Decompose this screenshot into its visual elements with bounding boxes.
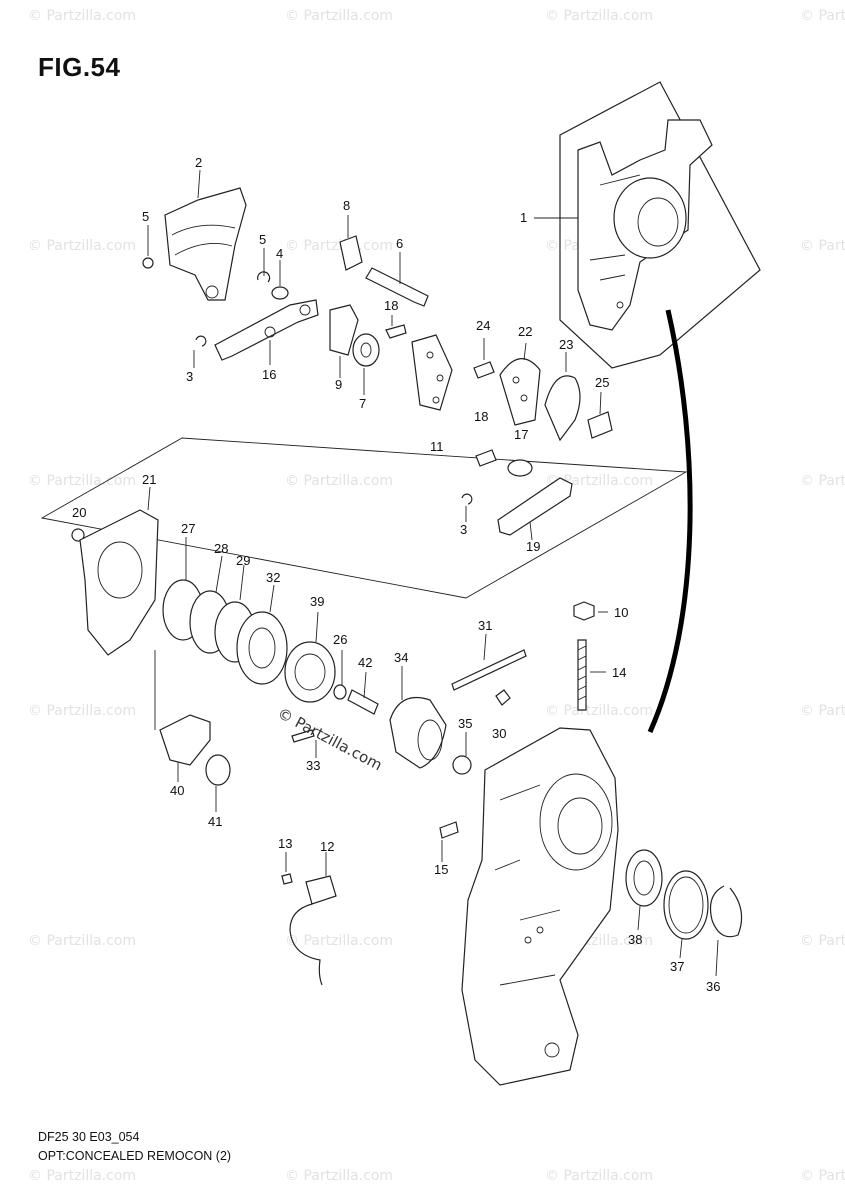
cam-plate-parts — [461, 338, 613, 541]
callout-41: 41 — [208, 814, 222, 829]
shaft-gear-parts — [291, 633, 527, 775]
svg-text:© Partzilla.com: © Partzilla.com — [28, 933, 136, 949]
callout-6: 6 — [396, 236, 403, 251]
callout-11: 11 — [430, 439, 444, 454]
callout-36: 36 — [706, 979, 720, 994]
svg-text:© Partzilla.com: © Partzilla.com — [545, 8, 653, 24]
svg-text:© Partzilla.com: © Partzilla.com — [545, 1168, 653, 1184]
footer: DF25 30 E03_054 OPT:CONCEALED REMOCON (2… — [38, 1128, 231, 1166]
callout-14: 14 — [612, 665, 626, 680]
callout-18: 18 — [384, 298, 398, 313]
main-housing — [439, 727, 619, 1086]
svg-text:© Partzilla.com: © Partzilla.com — [285, 473, 393, 489]
callout-9: 9 — [335, 377, 342, 392]
diagram-caption: OPT:CONCEALED REMOCON (2) — [38, 1149, 232, 1163]
callout-30: 30 — [492, 726, 506, 741]
callout-17: 17 — [514, 427, 528, 442]
switch-and-shaft-parts — [329, 215, 453, 411]
svg-text:© Partzilla.com: © Partzilla.com — [285, 8, 393, 24]
svg-text:© Partzilla.com: © Partzilla.com — [800, 933, 845, 949]
switch-with-wire — [281, 852, 337, 986]
part-1-remocon-assembly — [534, 81, 761, 369]
figure-title: FIG.54 — [38, 52, 121, 82]
svg-text:© Partzilla.com: © Partzilla.com — [28, 238, 136, 254]
part-2-cover — [164, 169, 247, 301]
callout-13: 13 — [278, 836, 292, 851]
callout-29: 29 — [236, 553, 250, 568]
callout-35: 35 — [458, 716, 472, 731]
svg-text:© Partzilla.com: © Partzilla.com — [285, 933, 393, 949]
diagram-code: DF25 30 E03_054 — [38, 1130, 140, 1144]
callout-20: 20 — [72, 505, 86, 520]
callout-28: 28 — [214, 541, 228, 556]
callout-10: 10 — [614, 605, 628, 620]
callout-22: 22 — [518, 324, 532, 339]
exploded-group-frame — [40, 437, 688, 599]
callout-33: 33 — [306, 758, 320, 773]
callout-2: 2 — [195, 155, 202, 170]
svg-text:© Partzilla.com: © Partzilla.com — [28, 1168, 136, 1184]
callout-7: 7 — [359, 396, 366, 411]
housing-rings — [625, 849, 743, 977]
callout-34: 34 — [394, 650, 408, 665]
callout-18: 18 — [474, 409, 488, 424]
small-fasteners-upper-left — [142, 225, 319, 368]
svg-text:© Partzilla.com: © Partzilla.com — [28, 473, 136, 489]
svg-text:© Partzilla.com: © Partzilla.com — [800, 238, 845, 254]
callout-21: 21 — [142, 472, 156, 487]
callout-labels: 1 2 3 3 4 5 5 6 7 8 9 10 11 12 13 14 15 … — [72, 155, 720, 994]
callout-25: 25 — [595, 375, 609, 390]
svg-text:© Partzilla.com: © Partzilla.com — [28, 703, 136, 719]
svg-text:© Partzilla.com: © Partzilla.com — [800, 473, 845, 489]
callout-3: 3 — [460, 522, 467, 537]
assembly-leader-curve — [647, 309, 693, 734]
callout-4: 4 — [276, 246, 283, 261]
callout-5: 5 — [259, 232, 266, 247]
callout-39: 39 — [310, 594, 324, 609]
stud-and-nut — [573, 601, 608, 711]
callout-15: 15 — [434, 862, 448, 877]
callout-19: 19 — [526, 539, 540, 554]
callout-27: 27 — [181, 521, 195, 536]
callout-37: 37 — [670, 959, 684, 974]
svg-text:© Partzilla.com: © Partzilla.com — [285, 238, 393, 254]
callout-38: 38 — [628, 932, 642, 947]
svg-text:© Partzilla.com: © Partzilla.com — [800, 703, 845, 719]
callout-23: 23 — [559, 337, 573, 352]
callout-24: 24 — [476, 318, 490, 333]
callout-1: 1 — [520, 210, 527, 225]
svg-text:© Partzilla.com: © Partzilla.com — [545, 703, 653, 719]
callout-26: 26 — [333, 632, 347, 647]
callout-31: 31 — [478, 618, 492, 633]
svg-text:© Partzilla.com: © Partzilla.com — [800, 8, 845, 24]
callout-3: 3 — [186, 369, 193, 384]
callout-32: 32 — [266, 570, 280, 585]
svg-text:© Partzilla.com: © Partzilla.com — [285, 1168, 393, 1184]
callout-16: 16 — [262, 367, 276, 382]
callout-12: 12 — [320, 839, 334, 854]
lower-left-parts — [154, 650, 231, 812]
callout-42: 42 — [358, 655, 372, 670]
left-bracket-and-rings — [71, 486, 336, 703]
svg-text:© Partzilla.com: © Partzilla.com — [800, 1168, 845, 1184]
callout-40: 40 — [170, 783, 184, 798]
callout-5: 5 — [142, 209, 149, 224]
svg-text:© Partzilla.com: © Partzilla.com — [28, 8, 136, 24]
callout-8: 8 — [343, 198, 350, 213]
